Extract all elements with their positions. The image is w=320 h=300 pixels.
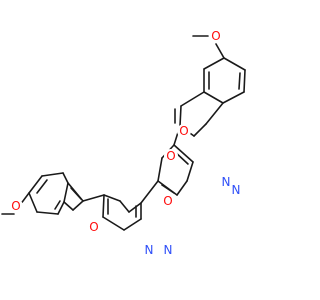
bond xyxy=(57,201,65,215)
atom-label: N xyxy=(145,243,154,257)
bond xyxy=(103,194,121,202)
atom-o-oxadiazole-top: O xyxy=(164,149,178,163)
bond xyxy=(28,192,38,213)
bond xyxy=(63,201,74,211)
atom-o-furan-top: O xyxy=(177,124,191,138)
bond xyxy=(203,91,224,104)
bond xyxy=(203,57,225,70)
atom-label: O xyxy=(166,149,175,163)
bond xyxy=(36,179,48,194)
atom-o-furan-bottom: O xyxy=(87,220,101,234)
bond xyxy=(63,182,69,203)
bond xyxy=(28,175,43,194)
bond-layer xyxy=(1,35,246,231)
bond xyxy=(223,57,246,71)
bond xyxy=(205,102,224,125)
bond xyxy=(123,218,142,231)
atom-o-methoxy-top: O xyxy=(209,29,223,43)
bond xyxy=(102,194,105,218)
bond xyxy=(62,172,69,184)
bond xyxy=(222,91,245,104)
atom-n-bottom-b: N xyxy=(161,243,175,257)
atom-label: O xyxy=(89,220,98,234)
bond xyxy=(176,180,188,196)
atom-n-top-b: N xyxy=(229,183,243,197)
atom-n-bottom-a: N xyxy=(142,243,156,257)
bond xyxy=(102,216,125,231)
atom-layer: O O O N N O xyxy=(9,29,243,257)
molecule-structure: O O O N N O xyxy=(1,29,246,257)
bond xyxy=(161,184,175,194)
atom-label: O xyxy=(163,194,172,208)
atom-label: O xyxy=(11,199,20,213)
bond xyxy=(193,123,207,137)
bond xyxy=(173,144,194,163)
molecule-canvas: O O O N N O xyxy=(1,29,246,257)
atom-label: N xyxy=(232,183,241,197)
bond xyxy=(180,91,205,107)
bond xyxy=(119,200,130,213)
bond xyxy=(72,200,84,211)
atom-n-top-a: N xyxy=(219,175,233,189)
bond xyxy=(243,69,246,93)
atom-o-methoxy-bottom: O xyxy=(9,199,23,213)
bond xyxy=(41,172,64,177)
bond xyxy=(82,194,105,202)
bond xyxy=(70,187,82,200)
bond xyxy=(54,200,61,210)
atom-label: N xyxy=(222,175,231,189)
atom-label: N xyxy=(164,243,173,257)
atom-label: O xyxy=(179,124,188,138)
bond xyxy=(238,72,241,90)
bond xyxy=(36,211,59,215)
bond xyxy=(215,43,225,59)
bond xyxy=(128,202,142,213)
bond xyxy=(179,105,182,127)
bond xyxy=(157,157,163,182)
bond xyxy=(140,180,159,204)
atom-o-oxadiazole-bottom: O xyxy=(161,194,175,208)
atom-label: O xyxy=(211,29,220,43)
bond xyxy=(186,161,194,182)
